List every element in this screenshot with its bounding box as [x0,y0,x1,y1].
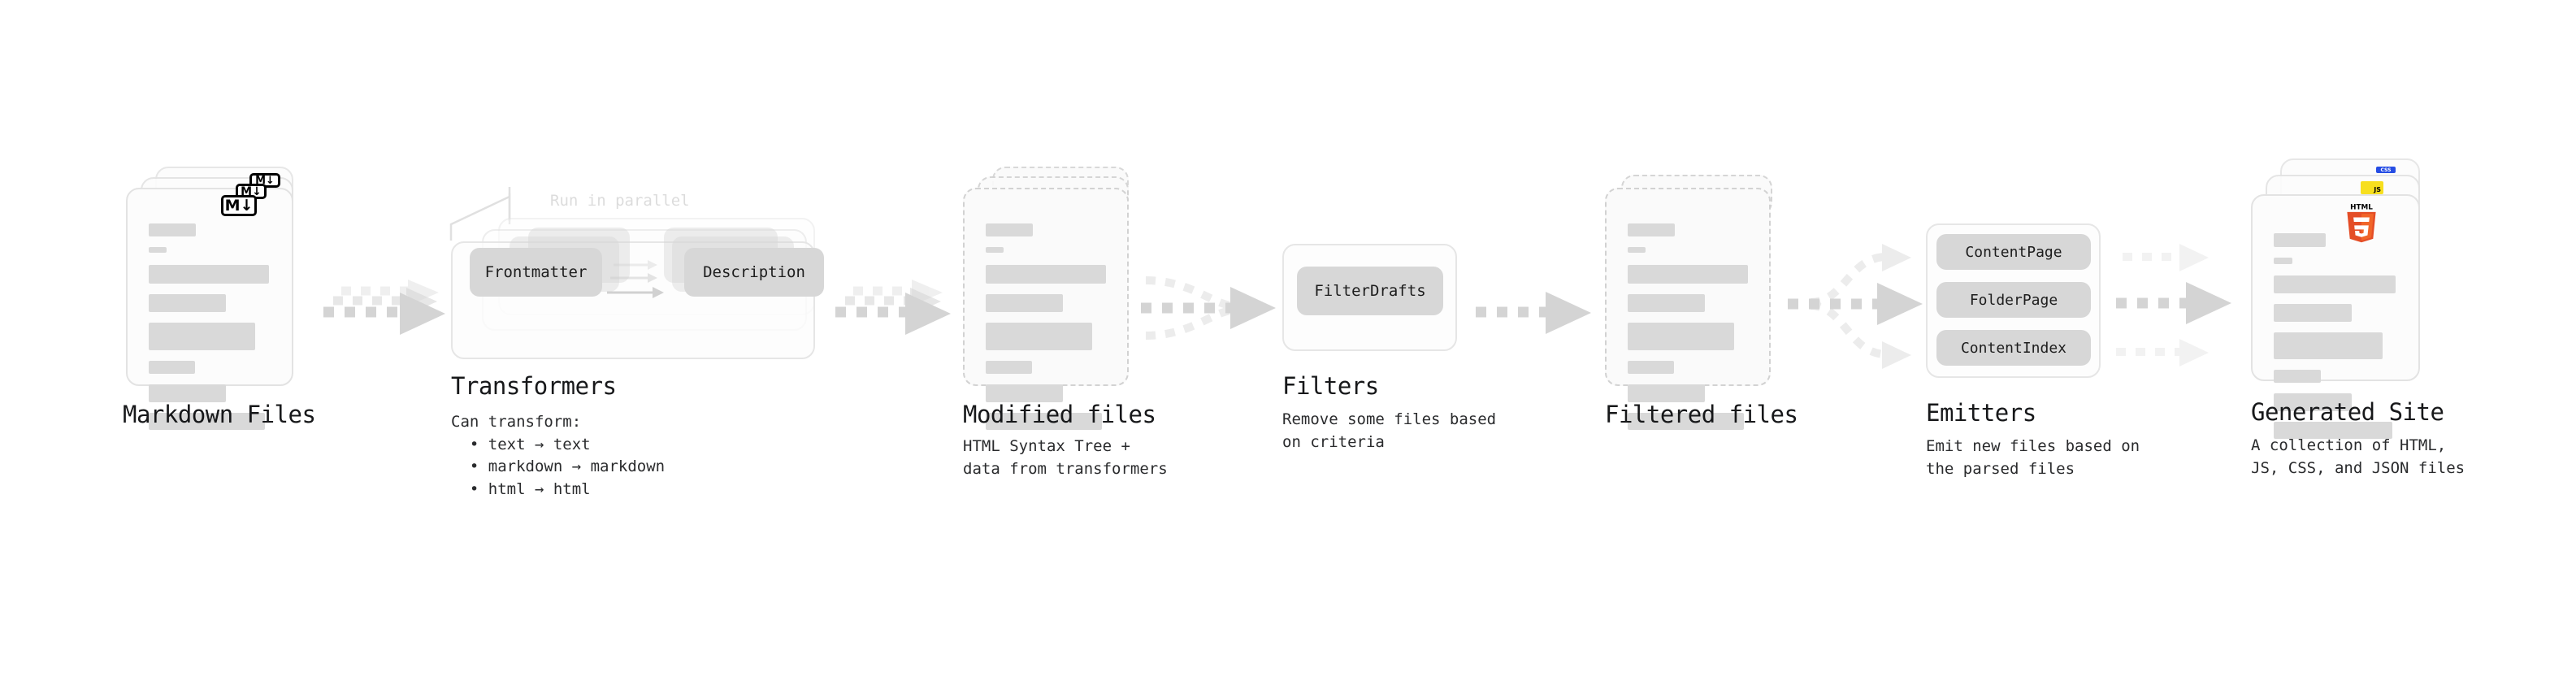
skeleton-bar [986,361,1032,374]
skeleton-bar [986,294,1063,312]
skeleton-bar [1628,247,1646,253]
stage-generated-site: CSS JS HTML Generated Site A collection … [2251,158,2465,477]
svg-text:HTML: HTML [2350,204,2373,212]
skeleton-bar [2274,422,2392,439]
js-badge: JS [2361,181,2383,194]
filtered-sheet-front [1605,188,1771,430]
skeleton-bar [149,247,167,253]
stage-markdown-files: M↓ M↓ M↓ Markdown Files [123,167,316,430]
stage-title-generated-site: Generated Site [2251,398,2444,426]
stage-title-filters: Filters [1282,372,1379,400]
modified-sheet-front [963,188,1129,430]
css-badge: CSS [2376,167,2396,173]
stage-title-filtered-files: Filtered files [1605,401,1798,428]
skeleton-bar [2274,233,2326,247]
arrow-markdown-to-transformers [323,280,445,335]
skeleton-bar [2274,304,2352,322]
stage-caption-transformers: Can transform: • text → text • markdown … [451,413,666,498]
skeleton-bar [2274,393,2352,411]
skeleton-bar [986,223,1033,236]
skeleton-bar [1628,265,1748,284]
run-in-parallel-label: Run in parallel [550,192,690,210]
transformer-chip-description[interactable]: Description [684,248,824,297]
arrow-emitters-to-site [2116,244,2231,367]
markdown-file-stack: M↓ M↓ M↓ [126,167,301,430]
skeleton-bar [986,323,1092,350]
arrow-modified-to-filters [1141,276,1276,340]
skeleton-bar [986,413,1102,430]
stage-title-modified-files: Modified files [963,401,1156,428]
site-sheet-front [2251,194,2420,439]
skeleton-bar [1628,361,1674,374]
stage-caption-generated-site: A collection of HTML, JS, CSS, and JSON … [2251,436,2465,477]
skeleton-bar [986,247,1004,253]
markdown-sheet-front [126,188,293,430]
transformer-inner-arrows [607,260,664,298]
emitter-chip-folderpage[interactable]: FolderPage [1936,282,2091,318]
skeleton-bar [2274,370,2321,383]
stage-title-emitters: Emitters [1926,399,2036,427]
stage-caption-modified-files: HTML Syntax Tree + data from transformer… [963,437,1168,478]
filter-chip-filterdrafts[interactable]: FilterDrafts [1297,267,1443,315]
stage-caption-filters: Remove some files based on criteria [1282,410,1497,451]
skeleton-bar [2274,332,2383,359]
emitter-chip-contentpage[interactable]: ContentPage [1936,234,2091,270]
skeleton-bar [986,384,1063,402]
stage-filtered-files: Filtered files [1605,167,1798,430]
skeleton-bar [2274,258,2292,264]
skeleton-bar [1628,294,1705,312]
stage-title-transformers: Transformers [451,372,617,400]
skeleton-bar [1628,384,1705,402]
skeleton-bar [149,413,265,430]
html5-badge: HTML [2344,201,2379,243]
stage-caption-emitters: Emit new files based on the parsed files [1926,437,2140,478]
emitter-chip-contentindex[interactable]: ContentIndex [1936,330,2091,366]
stage-title-markdown-files: Markdown Files [123,401,316,428]
skeleton-bar [149,223,196,236]
skeleton-bar [149,323,255,350]
skeleton-bar [1628,223,1675,236]
skeleton-bar [986,265,1106,284]
skeleton-bar [149,361,195,374]
generated-site-stack: CSS JS HTML [2251,158,2438,439]
skeleton-bar [149,265,269,284]
arrow-filtered-to-emitters [1788,244,1923,369]
transformer-chip-frontmatter[interactable]: Frontmatter [470,248,602,297]
skeleton-bar [1628,413,1744,430]
arrow-transformers-to-modified [835,280,951,335]
modified-file-stack [963,167,1138,430]
skeleton-bar [149,294,226,312]
stage-modified-files: Modified files HTML Syntax Tree + data f… [963,167,1168,478]
skeleton-bar [149,384,226,402]
arrow-filters-to-filtered [1476,292,1591,334]
filtered-file-stack [1605,167,1780,430]
skeleton-bar [1628,323,1734,350]
skeleton-bar [2274,275,2396,293]
markdown-badge: M↓ [221,195,257,216]
